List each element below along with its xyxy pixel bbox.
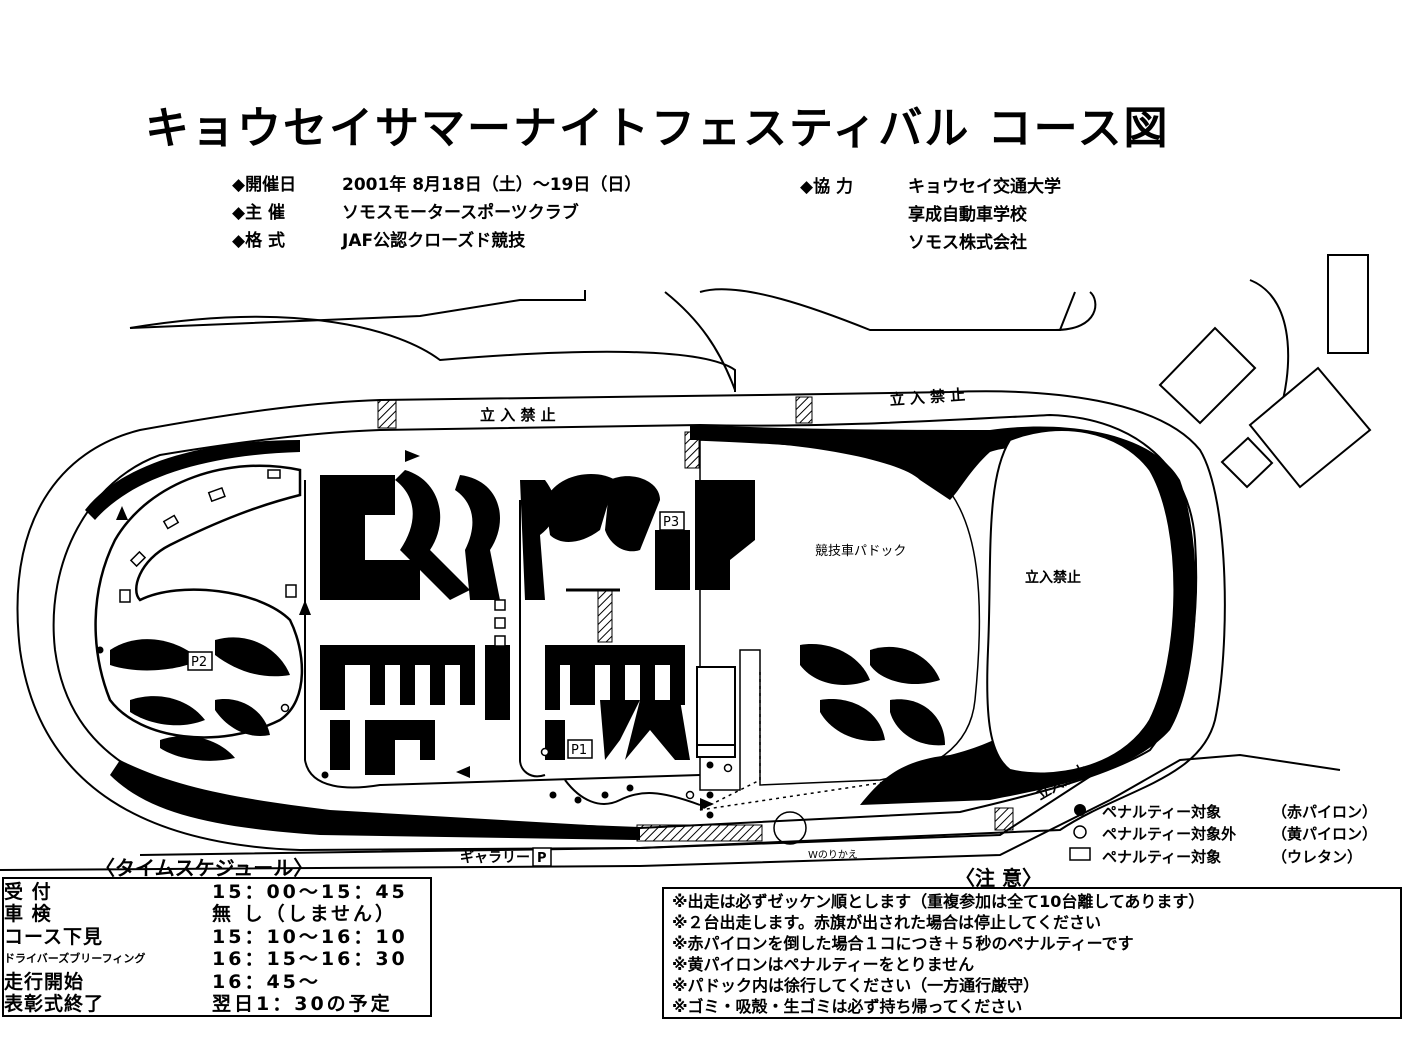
left-circuit — [94, 464, 304, 739]
maze-blocks — [320, 470, 755, 600]
schedule-key: 受 付 — [4, 880, 52, 903]
legend-note-1: （赤パイロン） — [1272, 803, 1378, 821]
schedule-title: 〈タイムスケジュール〉 — [95, 856, 314, 880]
info-organizer-key: ◆主 催 — [232, 203, 285, 223]
crossing-2 — [795, 396, 813, 424]
info-organizer: ◆主 催 ソモスモータースポーツクラブ — [232, 198, 579, 223]
schedule-key: ドライバーズブリーフィング — [4, 951, 146, 965]
schedule-row: 車 検 無 し（しません） — [4, 902, 430, 925]
info-format: ◆格 式 JAF公認クローズド競技 — [232, 226, 525, 251]
no-entry-label-2: 立 入 禁 止 — [889, 386, 966, 409]
outer-loop — [16, 390, 1226, 852]
p3-label: P3 — [663, 515, 679, 530]
direction-arrows — [116, 450, 714, 810]
schedule-box: 受 付 15：00～15：45 車 検 無 し（しません） コース下見 15：10～1… — [2, 877, 432, 1017]
outer-roads — [0, 279, 1341, 871]
note-item: ※２台出走します。赤旗が出された場合は停止してください — [672, 913, 1101, 932]
note-item: ※黄パイロンはペナルティーをとりません — [672, 955, 975, 974]
schedule-key: 表彰式終了 — [4, 993, 105, 1016]
info-format-value: JAF公認クローズド競技 — [342, 231, 526, 251]
transfer-point — [773, 811, 807, 845]
buildings — [1158, 254, 1372, 489]
exit-route — [699, 672, 961, 811]
legend-note-3: （ウレタン） — [1272, 848, 1363, 866]
inspection-box — [696, 666, 736, 758]
crossing-1 — [377, 399, 397, 429]
p1-label: P1 — [571, 743, 587, 758]
paddock-label: 競技車パドック — [815, 544, 906, 559]
schedule-key: コース下見 — [4, 925, 104, 948]
crossing-5 — [636, 824, 763, 842]
p2-box — [187, 651, 213, 671]
urethane-blocks — [119, 469, 506, 647]
schedule-value: 15：10～16：10 — [212, 925, 408, 948]
legend-filled-dot — [1074, 804, 1086, 816]
schedule-key: 車 検 — [4, 903, 52, 926]
info-date-value: 2001年 8月18日（土）～19日（日） — [342, 175, 642, 195]
info-date-key: ◆開催日 — [232, 175, 297, 195]
legend-label-1: ペナルティー対象 — [1102, 803, 1222, 821]
crossing-3 — [684, 431, 700, 469]
non-penalty-pylons — [280, 703, 733, 800]
note-item: ※ゴミ・吸殻・生ゴミは必ず持ち帰ってください — [672, 997, 1023, 1016]
legend-open-dot — [1073, 825, 1087, 839]
schedule-key: 走行開始 — [4, 970, 85, 993]
note-item: ※出走は必ずゼッケン順とします（重複参加は全て10台離してあります） — [672, 892, 1205, 911]
crossing-6 — [994, 807, 1014, 831]
info-date: ◆開催日 2001年 8月18日（土）～19日（日） — [232, 170, 641, 195]
penalty-pylons — [96, 646, 714, 819]
course-band-left — [85, 440, 300, 520]
schedule-row: 走行開始 16：45～ — [4, 969, 430, 993]
right-islands — [800, 644, 945, 746]
info-organizer-value: ソモスモータースポーツクラブ — [342, 203, 579, 223]
schedule-row: 受 付 15：00～15：45 — [4, 879, 430, 903]
course-route — [304, 480, 701, 806]
crossing-4 — [597, 589, 613, 643]
transfer-label: Wのりかえ — [808, 849, 858, 861]
legend-rect — [1069, 847, 1091, 861]
p3-box — [659, 511, 685, 531]
legend-label-2: ペナルティー対象外 — [1102, 825, 1237, 843]
legend-item-1: ペナルティー対象 （赤パイロン） — [1102, 801, 1377, 822]
notes-box: ※出走は必ずゼッケン順とします（重複参加は全て10台離してあります） ※２台出走… — [662, 887, 1402, 1019]
gallery-label: ギャラリー — [460, 849, 530, 866]
no-entry-label-3: 立入禁止 — [1025, 569, 1081, 586]
gallery-p-box — [532, 847, 552, 867]
note-item: ※パドック内は徐行してください（一方通行厳守） — [672, 976, 1040, 995]
page-title: キョウセイサマーナイトフェスティバル コース図 — [145, 103, 1170, 154]
legend-item-3: ペナルティー対象 （ウレタン） — [1102, 846, 1362, 867]
course-band-bottom — [110, 760, 640, 840]
schedule-value: 16：45～ — [212, 970, 321, 993]
schedule-row: 表彰式終了 翌日1：30の予定 — [4, 992, 430, 1015]
left-islands — [110, 637, 290, 761]
note-item: ※赤パイロンを倒した場合１コにつき＋５秒のペナルティーです — [672, 934, 1134, 953]
legend-item-2: ペナルティー対象外 （黄パイロン） — [1102, 823, 1377, 844]
info-cooperation-3: ソモス株式会社 — [908, 233, 1027, 253]
schedule-value: 無 し（しません） — [212, 903, 398, 926]
legend-label-3: ペナルティー対象 — [1102, 848, 1222, 866]
schedule-value: 16：15～16：30 — [212, 948, 408, 971]
p1-box — [567, 739, 593, 759]
paddock-area — [699, 439, 981, 791]
notes-title: 〈注 意〉 — [955, 866, 1042, 890]
schedule-value: 15：00～15：45 — [212, 880, 408, 903]
inner-loop — [52, 413, 1198, 830]
schedule-row: コース下見 15：10～16：10 — [4, 924, 430, 948]
gallery-p-label: P — [537, 851, 547, 866]
right-oval — [986, 429, 1176, 775]
p2-label: P2 — [191, 655, 207, 670]
schedule-row: ドライバーズブリーフィング 16：15～16：30 — [4, 947, 430, 970]
legend-note-2: （黄パイロン） — [1272, 825, 1378, 843]
schedule-value: 翌日1：30の予定 — [212, 993, 393, 1016]
info-cooperation-key: ◆協 力 — [800, 177, 853, 197]
no-entry-label-1: 立 入 禁 止 — [480, 406, 556, 424]
info-cooperation-1: キョウセイ交通大学 — [908, 177, 1061, 197]
lower-blocks — [320, 645, 690, 775]
info-cooperation-2: 享成自動車学校 — [908, 205, 1027, 225]
info-format-key: ◆格 式 — [232, 231, 285, 251]
